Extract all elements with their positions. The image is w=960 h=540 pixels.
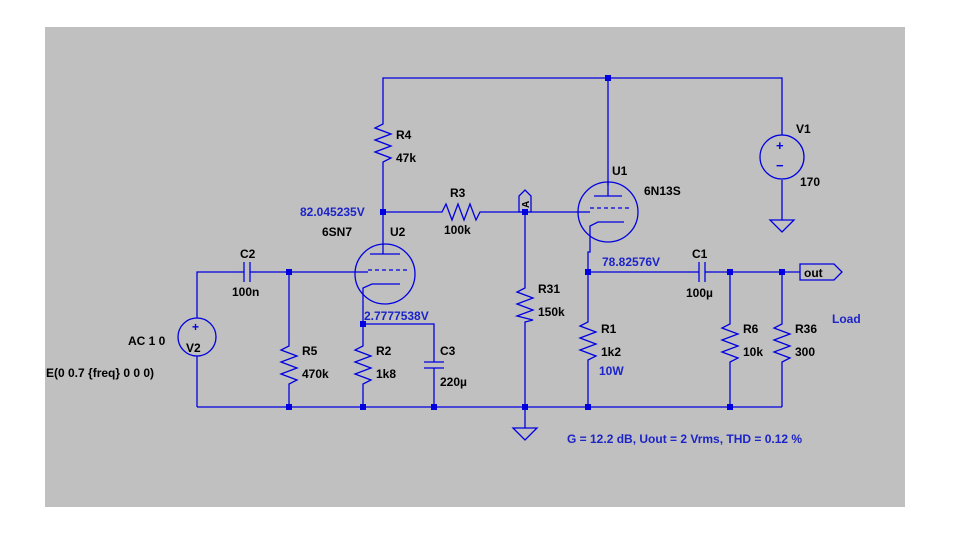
c3-name: C3 [440,344,456,358]
r2-value: 1k8 [376,367,396,381]
resistor-r5-symbol[interactable] [279,340,299,388]
performance-annotation: G = 12.2 dB, Uout = 2 Vrms, THD = 0.12 % [567,432,802,446]
c1-name: C1 [692,247,708,261]
u1-model: 6N13S [644,184,681,198]
r1-value: 1k2 [601,345,621,359]
resistor-r31-symbol[interactable] [514,282,535,324]
v2-name: V2 [186,341,201,355]
tube-u2-symbol[interactable] [354,240,416,305]
u1-name: U1 [612,164,628,178]
v1-plus-sign: + [776,138,784,153]
load-label: Load [832,312,861,326]
r2-name: R2 [376,344,392,358]
r31-value: 150k [538,305,565,319]
resistor-r3-symbol[interactable] [436,202,482,222]
r5-name: R5 [302,344,318,358]
resistor-r4-symbol[interactable] [373,116,393,168]
r6-value: 10k [743,345,763,359]
r4-name: R4 [396,128,412,142]
resistor-r2-symbol[interactable] [353,340,373,388]
capacitor-c3-symbol[interactable] [424,355,444,369]
junctions [286,75,785,410]
resistor-r36-symbol[interactable] [772,318,792,366]
r36-name: R36 [795,322,817,336]
c3-value: 220µ [440,375,467,389]
v1-minus-sign: − [776,158,784,173]
r4-value: 47k [396,151,416,165]
r3-name: R3 [450,186,466,200]
v1-value: 170 [800,175,820,189]
voltage-cathode-u2: 2.7777538V [364,309,429,323]
v2-plus-sign: + [192,320,199,334]
tube-u1-symbol[interactable] [576,181,639,243]
capacitor-c1-symbol[interactable] [692,262,712,282]
net-label-a-flag[interactable] [518,189,532,213]
wires [196,77,800,420]
net-label-out: out [804,266,823,280]
r6-name: R6 [743,322,759,336]
net-label-out-flag[interactable] [799,263,843,281]
r3-value: 100k [444,223,471,237]
r36-value: 300 [795,345,815,359]
voltage-source-v1-symbol[interactable] [759,134,805,180]
u2-model: 6SN7 [322,225,352,239]
v2-ac-spec: AC 1 0 [128,334,166,348]
resistor-r1-symbol[interactable] [578,316,598,364]
c2-value: 100n [232,285,259,299]
voltage-source-v2-symbol[interactable] [177,317,217,357]
c1-value: 100µ [686,286,713,300]
net-label-a: A [521,201,532,208]
schematic-background [45,27,905,507]
r1-power-rating: 10W [599,364,624,378]
r31-name: R31 [538,282,560,296]
resistor-r6-symbol[interactable] [720,318,740,366]
voltage-anode-u2: 82.045235V [300,205,365,219]
r1-name: R1 [601,322,617,336]
u2-name: U2 [390,225,406,239]
r5-value: 470k [302,367,329,381]
v1-name: V1 [796,122,811,136]
ground-v1-icon [768,219,796,233]
voltage-cathode-u1: 78.82576V [602,255,660,269]
v2-expression: E(0 0.7 {freq} 0 0 0) [46,366,154,380]
capacitor-c2-symbol[interactable] [238,262,256,282]
c2-name: C2 [240,247,256,261]
